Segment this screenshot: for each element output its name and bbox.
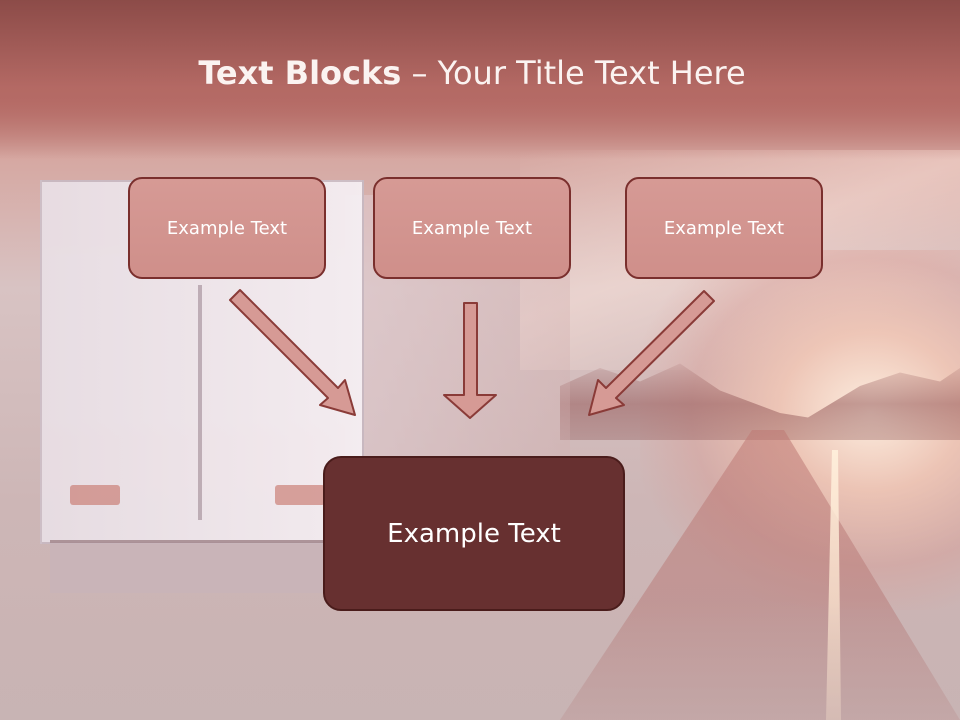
text-box-center-label: Example Text [411,217,533,239]
text-box-left[interactable]: Example Text [128,177,326,279]
target-text-box-label: Example Text [387,518,561,549]
text-box-center[interactable]: Example Text [373,177,571,279]
diagonal-arrow-down-right-icon[interactable] [229,289,356,416]
truck-bumper [50,540,340,593]
bottom-shade [0,600,960,720]
title-rest: Your Title Text Here [437,54,746,92]
taillight-left [70,485,120,505]
text-box-right[interactable]: Example Text [625,177,823,279]
arrow-down-icon[interactable] [443,302,497,419]
diagonal-arrow-down-left-icon[interactable] [588,290,715,416]
title-separator: – [401,54,438,92]
truck-door-seam [198,285,202,520]
target-text-box[interactable]: Example Text [323,456,625,611]
taillight-right [275,485,325,505]
text-box-left-label: Example Text [166,217,288,239]
title-band [0,0,960,160]
text-box-right-label: Example Text [663,217,785,239]
title-bold: Text Blocks [198,54,402,92]
slide-title[interactable]: Text Blocks – Your Title Text Here [0,54,944,92]
